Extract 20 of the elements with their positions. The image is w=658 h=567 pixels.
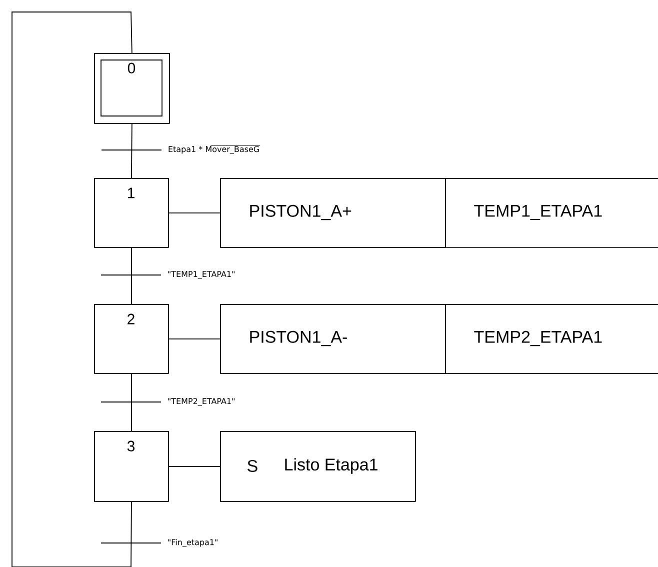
initial-step-box: 0 <box>94 53 170 124</box>
connection-line <box>131 123 132 178</box>
action-box: PISTON1_A+ <box>220 178 446 248</box>
transition-condition: Etapa1 * Mover_BaseG <box>166 145 261 155</box>
step-box: 2 <box>94 304 169 374</box>
step-box: 1 <box>94 178 169 248</box>
action-box: TEMP2_ETAPA1 <box>445 304 658 374</box>
connection-line <box>12 12 132 567</box>
action-box: PISTON1_A- <box>220 304 446 374</box>
transition-condition: "TEMP2_ETAPA1" <box>166 397 236 407</box>
connection-line <box>168 338 220 340</box>
action-box: S Listo Etapa1 <box>220 431 416 502</box>
action-box: TEMP1_ETAPA1 <box>445 178 658 248</box>
transition-condition: "TEMP1_ETAPA1" <box>166 270 236 280</box>
connection-line <box>131 247 132 304</box>
connection-line <box>168 212 220 214</box>
connection-line <box>131 373 132 432</box>
transition-condition: "Fin_etapa1" <box>166 538 220 548</box>
connection-line <box>168 466 220 467</box>
step-box: 3 <box>94 431 169 502</box>
